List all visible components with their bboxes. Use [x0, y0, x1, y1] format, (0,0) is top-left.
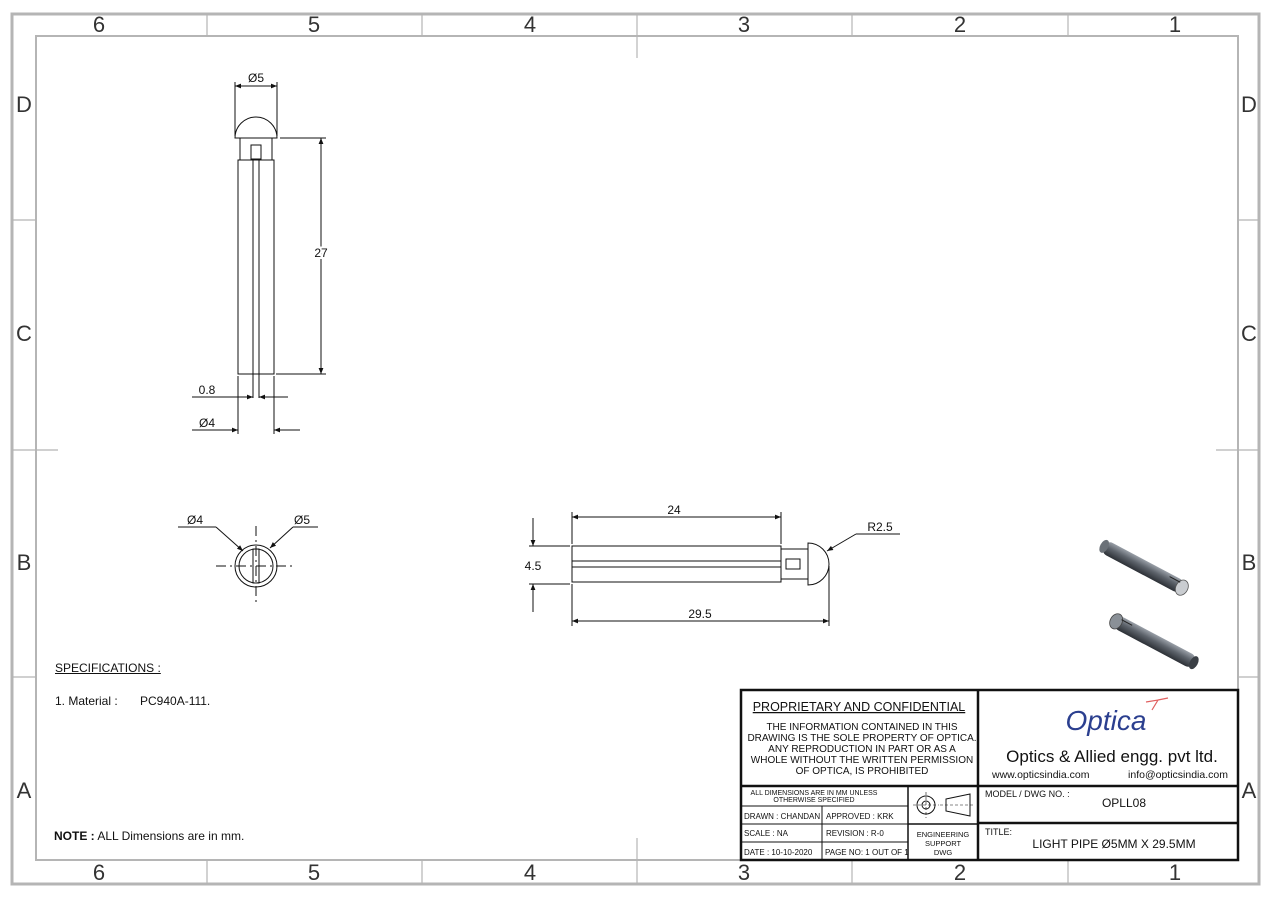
units-note: ALL DIMENSIONS ARE IN MM UNLESS [751, 790, 878, 797]
model-label: MODEL / DWG NO. : [985, 789, 1070, 799]
logo-accent-icon [1145, 697, 1169, 711]
dim-end-dia-inner: Ø4 [187, 513, 203, 527]
zone-row-label: C [1241, 321, 1257, 346]
note-text: ALL Dimensions are in mm. [97, 829, 245, 843]
drawn-by: DRAWN : CHANDAN [744, 812, 820, 821]
zone-col-label: 6 [93, 860, 105, 885]
zone-col-label: 6 [93, 12, 105, 37]
zone-row-label: D [16, 92, 32, 117]
zone-row-label: B [17, 550, 32, 575]
isometric-render-1 [1099, 539, 1189, 596]
zone-col-label: 1 [1169, 860, 1181, 885]
dim-side-total-length: 29.5 [688, 607, 712, 621]
isometric-render-2 [1109, 613, 1199, 670]
proprietary-heading: PROPRIETARY AND CONFIDENTIAL [753, 700, 966, 714]
company-email: info@opticsindia.com [1128, 769, 1228, 781]
note: NOTE : ALL Dimensions are in mm. [54, 829, 244, 843]
zone-col-label: 3 [738, 860, 750, 885]
front-view [192, 82, 326, 434]
support-label: ENGINEERING [917, 830, 970, 839]
title-label: TITLE: [985, 827, 1012, 837]
zone-col-label: 2 [954, 860, 966, 885]
note-label: NOTE : [54, 829, 95, 843]
zone-ticks [12, 14, 1259, 884]
proprietary-line: DRAWING IS THE SOLE PROPERTY OF OPTICA. [747, 733, 976, 744]
title-block [739, 688, 1240, 862]
zone-row-label: C [16, 321, 32, 346]
proprietary-line: ANY REPRODUCTION IN PART OR AS A [768, 744, 956, 755]
dim-front-dia-top: Ø5 [248, 71, 264, 85]
dim-side-radius: R2.5 [867, 520, 893, 534]
zone-col-label: 5 [308, 12, 320, 37]
dim-front-length: 27 [314, 246, 328, 260]
date: DATE : 10-10-2020 [744, 848, 813, 857]
zone-col-label: 1 [1169, 12, 1181, 37]
units-note: OTHERWISE SPECIFIED [773, 797, 854, 804]
zone-col-label: 4 [524, 12, 536, 37]
front-dome-outline [234, 116, 278, 139]
specifications-heading: SPECIFICATIONS : [55, 661, 161, 675]
dim-side-body-length: 24 [667, 503, 681, 517]
scale: SCALE : NA [744, 829, 789, 838]
spec-item-value: PC940A-111. [140, 694, 211, 708]
spec-item-label: 1. Material : [55, 694, 118, 708]
proprietary-line: THE INFORMATION CONTAINED IN THIS [766, 722, 957, 733]
company-logo: Optica [1066, 705, 1147, 736]
dim-front-slot: 0.8 [199, 383, 216, 397]
company-name: Optics & Allied engg. pvt ltd. [1006, 747, 1218, 766]
outer-border [10, 12, 1261, 886]
zone-col-label: 4 [524, 860, 536, 885]
zone-row-label: D [1241, 92, 1257, 117]
dim-side-height: 4.5 [525, 559, 542, 573]
support-label: DWG [934, 848, 952, 857]
approved-by: APPROVED : KRK [826, 812, 894, 821]
zone-col-label: 2 [954, 12, 966, 37]
proprietary-line: OF OPTICA, IS PROHIBITED [796, 766, 929, 777]
zone-row-label: A [1242, 778, 1257, 803]
model-number: OPLL08 [1102, 796, 1146, 810]
proprietary-line: WHOLE WITHOUT THE WRITTEN PERMISSION [751, 755, 973, 766]
zone-row-label: B [1242, 550, 1257, 575]
inner-border [35, 35, 1239, 861]
drawing-title: LIGHT PIPE Ø5MM X 29.5MM [1032, 837, 1195, 851]
zone-col-label: 3 [738, 12, 750, 37]
dim-front-dia-bottom: Ø4 [199, 416, 215, 430]
side-view [529, 512, 900, 626]
zone-col-label: 5 [308, 860, 320, 885]
end-view [178, 526, 318, 604]
company-website: www.opticsindia.com [991, 769, 1090, 781]
page-number: PAGE NO: 1 OUT OF 1 [825, 848, 909, 857]
support-label: SUPPORT [925, 839, 962, 848]
dim-end-dia-outer: Ø5 [294, 513, 310, 527]
revision: REVISION : R-0 [826, 829, 884, 838]
zone-row-label: A [17, 778, 32, 803]
